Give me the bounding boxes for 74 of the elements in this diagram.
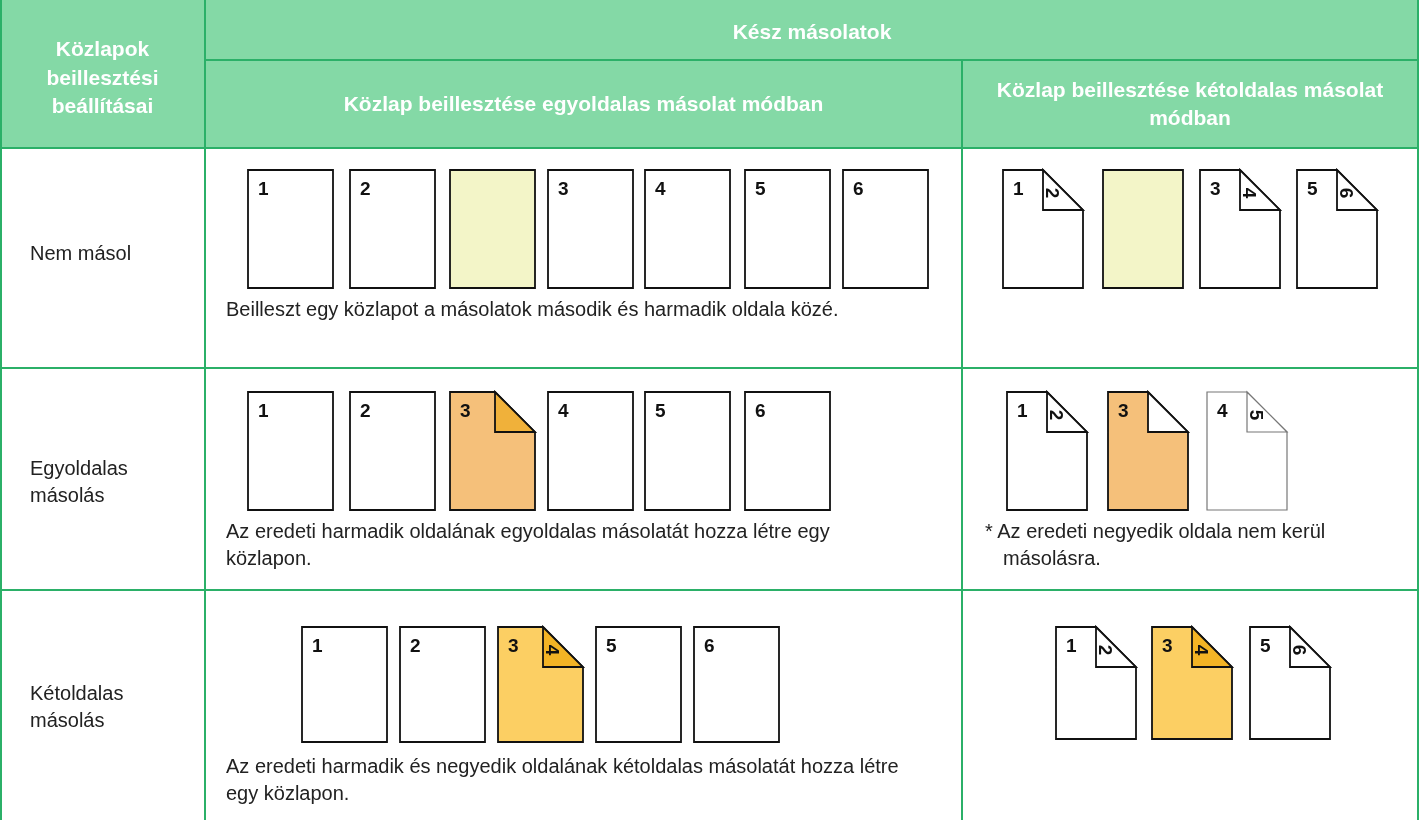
page-number: 5: [1307, 178, 1318, 200]
page-number: 5: [1245, 409, 1268, 421]
page-number: 5: [755, 178, 766, 200]
page-sheet: [302, 627, 387, 742]
page-number: 4: [1238, 187, 1261, 199]
row-heading: Kétoldalas másolás: [30, 681, 125, 733]
column-heading: Kész másolatok: [731, 18, 893, 45]
page-number: 5: [1260, 635, 1271, 657]
row-heading: Nem másol: [30, 241, 133, 266]
page-number: 6: [853, 178, 864, 200]
page-number: 1: [258, 400, 269, 422]
page-number: 4: [541, 644, 564, 656]
page-number: 2: [410, 635, 421, 657]
page-sheet: [1207, 392, 1287, 510]
page-number: 4: [558, 400, 569, 422]
caption-text: Az eredeti harmadik oldalának egyoldalas másolatát hozza létre egy közlapon.: [226, 519, 831, 571]
page-sheet: [745, 392, 830, 510]
page-number: 2: [1041, 187, 1064, 199]
page-sheet: [498, 627, 583, 742]
caption-text: Beilleszt egy közlapot a másolatok második és harmadik oldala közé.: [226, 297, 840, 322]
page-sheet: [843, 170, 928, 288]
page-number: 4: [1190, 644, 1213, 656]
page-number: 1: [258, 178, 269, 200]
column-heading: Közlap beillesztése kétoldalas másolat módban: [995, 76, 1385, 131]
page-number: 3: [460, 400, 471, 422]
page-number: 2: [1045, 409, 1068, 421]
page-sheet: [1108, 392, 1188, 510]
column-heading: Közlapok beillesztési beállításai: [45, 36, 160, 120]
page-sheet: [450, 392, 535, 510]
page-number: 1: [312, 635, 323, 657]
page-number: 3: [558, 178, 569, 200]
page-number: 6: [755, 400, 766, 422]
page-number: 5: [606, 635, 617, 657]
page-number: 3: [1162, 635, 1173, 657]
page-sheet: [596, 627, 681, 742]
page-sheet: [1103, 170, 1183, 288]
row-heading: Egyoldalas másolás: [30, 456, 129, 508]
page-sheet: [400, 627, 485, 742]
page-number: 2: [360, 178, 371, 200]
page-sheet: [694, 627, 779, 742]
page-sheet: [350, 170, 435, 288]
page-sheet: [1297, 170, 1377, 288]
page-sheet: [248, 392, 333, 510]
page-number: 3: [508, 635, 519, 657]
page-sheet: [248, 170, 333, 288]
page-number: 6: [1335, 187, 1358, 199]
column-heading: Közlap beillesztése egyoldalas másolat módban: [342, 90, 825, 117]
page-sheet: [548, 170, 633, 288]
page-number: 6: [1288, 644, 1311, 656]
page-number: 3: [1210, 178, 1221, 200]
page-sheet: [1007, 392, 1087, 510]
page-number: 4: [1217, 400, 1228, 422]
page-number: 1: [1013, 178, 1024, 200]
page-sheet: [1152, 627, 1232, 739]
page-number: 3: [1118, 400, 1129, 422]
page-number: 6: [704, 635, 715, 657]
page-number: 2: [360, 400, 371, 422]
page-sheet: [450, 170, 535, 288]
page-sheet: [350, 392, 435, 510]
page-sheet: [1056, 627, 1136, 739]
caption-text: Az eredeti harmadik és negyedik oldalának kétoldalas másolatát hozza létre egy közlapon.: [226, 754, 900, 806]
page-sheet: [1003, 170, 1083, 288]
footnote-text: * Az eredeti negyedik oldala nem kerül másolásra.: [985, 519, 1327, 571]
page-sheet: [745, 170, 830, 288]
page-sheet: [548, 392, 633, 510]
page-number: 4: [655, 178, 666, 200]
page-sheet: [1200, 170, 1280, 288]
page-sheet: [645, 170, 730, 288]
page-number: 5: [655, 400, 666, 422]
page-sheet: [1250, 627, 1330, 739]
page-number: 1: [1017, 400, 1028, 422]
page-number: 2: [1094, 644, 1117, 656]
page-number: 1: [1066, 635, 1077, 657]
page-sheet: [645, 392, 730, 510]
